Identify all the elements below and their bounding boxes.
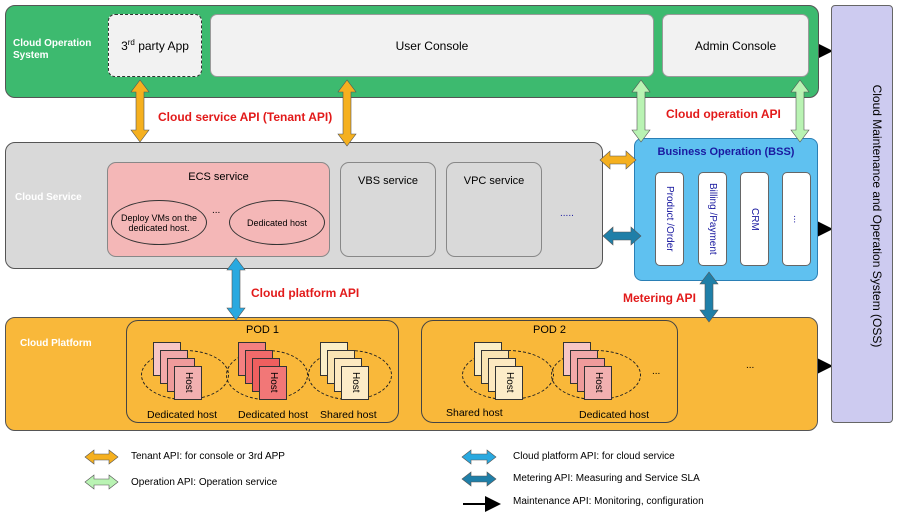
ecs-dedicated-host-text: Dedicated host <box>246 217 308 228</box>
tenant-api-label: Cloud service API (Tenant API) <box>158 110 333 124</box>
pod-2[interactable]: POD 2 <box>421 320 678 423</box>
vpc-service-box[interactable]: VPC service <box>446 162 542 257</box>
operation-api-label: Cloud operation API <box>666 107 781 121</box>
pod-2-ellipsis: ... <box>652 366 661 377</box>
user-console-label: User Console <box>395 38 469 53</box>
pod2-shared-group-host-card: Host <box>495 366 523 400</box>
cloud-service-label: Cloud Service <box>15 192 82 203</box>
bss-crm[interactable]: CRM <box>740 172 769 266</box>
tenant-api-arrow-third-party <box>130 79 150 143</box>
pod-1[interactable]: POD 1 <box>126 320 399 423</box>
platform-api-arrow <box>226 257 246 321</box>
pod1-caption-dedicated-1: Dedicated host <box>147 409 218 421</box>
bss-more[interactable]: ... <box>782 172 811 266</box>
metering-api-label: Metering API <box>623 291 696 305</box>
user-console-box[interactable]: User Console <box>210 14 654 77</box>
ecs-dedicated-host-ellipse[interactable]: Dedicated host <box>229 200 325 245</box>
cloud-service-more: ..... <box>560 208 574 219</box>
platform-api-label: Cloud platform API <box>251 286 360 300</box>
host-label: Host <box>593 372 604 393</box>
metering-api-arrow <box>699 271 719 323</box>
pod2-dedicated-group-host-card: Host <box>584 366 612 400</box>
cloud-operation-system-label: Cloud Operation System <box>13 38 92 61</box>
legend-operation-text: Operation API: Operation service <box>131 477 278 488</box>
bss-billing-payment[interactable]: Billing /Payment <box>698 172 727 266</box>
legend-platform-text: Cloud platform API: for cloud service <box>513 451 675 462</box>
host-label: Host <box>183 372 194 393</box>
legend-metering-icon <box>461 471 497 487</box>
vbs-service-title: VBS service <box>358 175 418 187</box>
legend-maintenance-text: Maintenance API: Monitoring, configurati… <box>513 496 704 507</box>
pod1-dedicated-group-2-host-card: Host <box>259 366 287 400</box>
legend-tenant-text: Tenant API: for console or 3rd APP <box>131 451 285 462</box>
host-label: Host <box>350 372 361 393</box>
oss-layer: Cloud Maintenance and Operation System (… <box>831 5 893 423</box>
host-label: Host <box>268 372 279 393</box>
cloud-platform-layer: Cloud Platform <box>5 317 818 431</box>
vpc-service-title: VPC service <box>463 175 525 187</box>
legend-operation-icon <box>84 474 119 490</box>
bss-crm-label: CRM <box>749 207 760 231</box>
service-bss-arrow-upper <box>599 150 637 170</box>
pod1-dedicated-group-1-host-card: Host <box>174 366 202 400</box>
pod-1-title: POD 1 <box>245 324 279 336</box>
admin-console-box[interactable]: Admin Console <box>662 14 809 77</box>
operation-api-arrow-user-console <box>631 79 651 143</box>
cloud-platform-label: Cloud Platform <box>20 338 92 349</box>
tenant-api-arrow-user-console <box>337 79 357 147</box>
ecs-deploy-ellipse[interactable]: Deploy VMs on the dedicated host. <box>111 200 207 245</box>
ecs-service-title: ECS service <box>188 171 249 183</box>
pod1-caption-dedicated-2: Dedicated host <box>238 409 309 421</box>
ecs-deploy-text: Deploy VMs on the dedicated host. <box>120 212 198 233</box>
bss-product-order[interactable]: Product /Order <box>655 172 684 266</box>
platform-ellipsis: ... <box>746 360 755 371</box>
legend-tenant-icon <box>84 449 119 465</box>
legend-platform-icon <box>461 449 497 465</box>
operation-api-arrow-admin-console <box>790 79 810 143</box>
pod2-caption-shared: Shared host <box>446 407 503 419</box>
bss-more-label: ... <box>791 214 802 224</box>
pod2-caption-dedicated: Dedicated host <box>579 409 650 421</box>
legend-metering-text: Metering API: Measuring and Service SLA <box>513 473 700 484</box>
host-label: Host <box>504 372 515 393</box>
third-party-app-label: 3rd party App <box>121 38 189 53</box>
bss-title: Business Operation (BSS) <box>657 146 795 158</box>
pod1-shared-group-host-card: Host <box>341 366 369 400</box>
bss-product-order-label: Product /Order <box>664 186 675 252</box>
third-party-app-box[interactable]: 3rd party App <box>108 14 202 77</box>
admin-console-label: Admin Console <box>694 38 777 53</box>
ecs-ellipsis: ... <box>212 205 221 216</box>
bss-billing-payment-label: Billing /Payment <box>707 183 718 255</box>
pod1-caption-shared: Shared host <box>320 409 377 421</box>
pod-2-title: POD 2 <box>532 324 566 336</box>
service-bss-arrow-lower <box>602 226 642 246</box>
vbs-service-box[interactable]: VBS service <box>340 162 436 257</box>
